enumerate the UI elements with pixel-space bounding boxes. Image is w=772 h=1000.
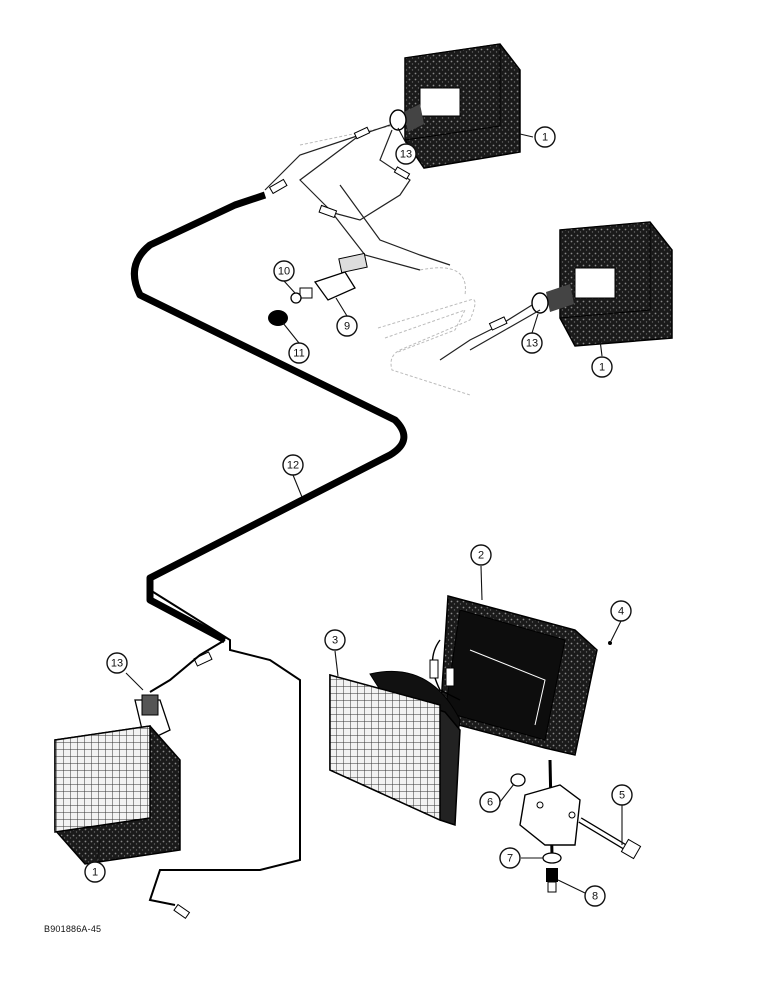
lamp-housing-2 xyxy=(429,595,598,756)
main-harness xyxy=(130,191,408,644)
callout-circle xyxy=(610,600,632,622)
switch-assembly xyxy=(268,252,368,326)
callout-lamp-lens: 3 xyxy=(324,629,346,651)
callout-switch: 9 xyxy=(336,315,358,337)
callout-bolt: 5 xyxy=(611,784,633,806)
callout-circle xyxy=(611,784,633,806)
callout-number: 11 xyxy=(293,348,304,360)
callout-circle xyxy=(324,629,346,651)
callout-number: 1 xyxy=(599,362,605,374)
connectors xyxy=(173,126,508,919)
callout-number: 7 xyxy=(507,853,513,865)
harness-branch xyxy=(148,589,301,906)
callout-harness: 12 xyxy=(282,454,304,476)
callout-circle xyxy=(470,544,492,566)
callout-number: 5 xyxy=(619,790,625,802)
callout-circle xyxy=(479,791,501,813)
callout-circle xyxy=(395,143,417,165)
callout-number: 8 xyxy=(592,891,598,903)
callout-circle xyxy=(591,356,613,378)
callout-group: 1 13 1 13 10 9 11 12 2 3 4 5 6 7 8 13 1 xyxy=(84,126,633,907)
callout-number: 4 xyxy=(618,606,624,618)
callout-grommet-top-right: 13 xyxy=(395,143,417,165)
callout-circle xyxy=(534,126,556,148)
lamp-lens-3 xyxy=(329,670,461,827)
callout-bulb-socket: 8 xyxy=(584,885,606,907)
callout-grommet-right: 13 xyxy=(521,332,543,354)
callout-screw: 4 xyxy=(610,600,632,622)
figure-id: B901886A-45 xyxy=(44,924,102,934)
lamp-right xyxy=(531,221,673,347)
callout-nut: 6 xyxy=(479,791,501,813)
callout-circle xyxy=(84,861,106,883)
callout-washer: 7 xyxy=(499,847,521,869)
callout-number: 3 xyxy=(332,635,338,647)
callout-circle xyxy=(336,315,358,337)
callout-number: 13 xyxy=(400,149,412,161)
callout-circle xyxy=(584,885,606,907)
callout-number: 13 xyxy=(526,338,538,350)
callout-circle xyxy=(499,847,521,869)
callout-knob: 11 xyxy=(288,342,310,364)
callout-number: 1 xyxy=(542,132,548,144)
callout-number: 12 xyxy=(287,460,299,472)
callout-number: 10 xyxy=(278,266,290,278)
callout-lamp-housing: 2 xyxy=(470,544,492,566)
lamp-left xyxy=(54,694,181,865)
callout-number: 9 xyxy=(344,321,350,333)
callout-number: 2 xyxy=(478,550,484,562)
callout-number: 13 xyxy=(111,658,123,670)
callout-circle xyxy=(288,342,310,364)
callout-lamp-right: 1 xyxy=(591,356,613,378)
callout-circle xyxy=(273,260,295,282)
callout-lamp-left: 1 xyxy=(84,861,106,883)
callout-circle xyxy=(106,652,128,674)
leader-lines xyxy=(96,127,623,894)
callout-lamp-top-right: 1 xyxy=(534,126,556,148)
callout-number: 1 xyxy=(92,867,98,879)
callout-nut-switch: 10 xyxy=(273,260,295,282)
callout-circle xyxy=(282,454,304,476)
callout-circle xyxy=(521,332,543,354)
callout-number: 6 xyxy=(487,797,493,809)
callout-grommet-left: 13 xyxy=(106,652,128,674)
